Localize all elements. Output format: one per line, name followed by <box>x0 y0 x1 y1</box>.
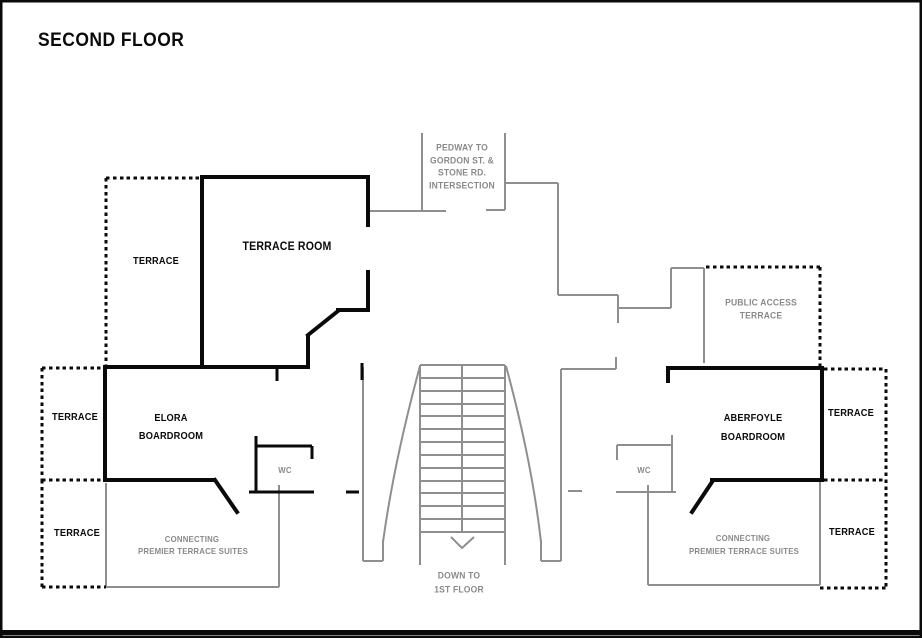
terrace-upper-left-label: TERRACE <box>133 255 179 267</box>
room-label-elora-line2: BOARDROOM <box>138 430 204 442</box>
room-label-aberfoyle-line1: ABERFOYLE <box>723 412 783 424</box>
staircase-curves <box>382 365 542 550</box>
elora-boardroom-walls <box>103 365 308 482</box>
suites-left-label-line2: PREMIER TERRACE SUITES <box>137 546 249 556</box>
suites-right-label-line1: CONNECTING <box>715 533 771 543</box>
suites-right-label-line2: PREMIER TERRACE SUITES <box>688 546 800 556</box>
pedway-label-line3: STONE RD. <box>437 167 487 179</box>
pedway-label-line2: GORDON ST. & <box>430 155 494 167</box>
pedway-label-line1: PEDWAY TO <box>436 142 488 154</box>
door-ticks <box>275 363 364 494</box>
stair-steps <box>420 364 505 533</box>
room-label-elora-line1: ELORA <box>154 412 188 424</box>
suites-left-label-line1: CONNECTING <box>164 534 220 544</box>
staircase <box>362 364 562 565</box>
public-access-terrace-label-line1: PUBLIC ACCESS <box>725 297 797 309</box>
terrace-mid-left-label: TERRACE <box>52 411 98 423</box>
wc-left-walls <box>249 436 314 494</box>
public-access-terrace-label-line2: TERRACE <box>739 310 783 322</box>
stairs-down-arrow <box>450 536 475 550</box>
stairs-label-line2: 1ST FLOOR <box>434 584 484 596</box>
stairs-label-line1: DOWN TO <box>437 570 481 582</box>
aberfoyle-boardroom-walls <box>666 366 824 482</box>
terrace-bottom-left-label: TERRACE <box>54 527 100 539</box>
page-title: SECOND FLOOR <box>38 30 185 51</box>
wc-right-label: WC <box>637 465 651 475</box>
diagonal-walls <box>212 308 715 515</box>
suites-right-outline <box>648 480 821 586</box>
terrace-mid-right-label: TERRACE <box>828 407 874 419</box>
pedway-label-line4: INTERSECTION <box>429 180 495 192</box>
room-label-terrace-room: TERRACE ROOM <box>242 239 332 253</box>
suites-left-outline <box>105 483 280 588</box>
terrace-bottom-right-label: TERRACE <box>829 526 875 538</box>
terrace-room-walls <box>200 175 370 369</box>
wc-left-label: WC <box>278 465 292 475</box>
room-label-aberfoyle-line2: BOARDROOM <box>720 431 786 443</box>
terrace-dashed-edges <box>40 176 888 590</box>
corridor-lines-gray <box>370 133 705 492</box>
wc-right-walls <box>616 435 676 585</box>
